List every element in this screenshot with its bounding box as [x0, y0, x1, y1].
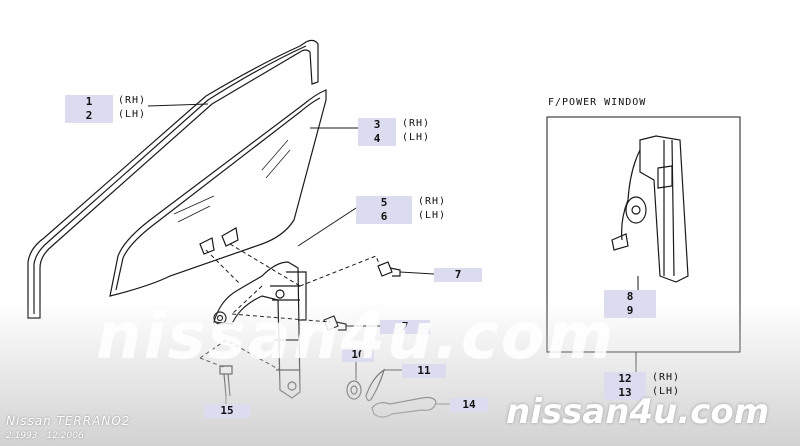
- callout-10: 10: [342, 348, 374, 362]
- callout-13: 13: [604, 386, 646, 400]
- model-name: Nissan TERRANO2: [6, 414, 131, 428]
- callout-6: 6: [356, 210, 412, 224]
- power-window-regulator: [639, 135, 689, 283]
- callout-12-side: (RH): [652, 372, 681, 383]
- callout-15: 15: [204, 404, 250, 418]
- callout-4: 4: [358, 132, 396, 146]
- callout-6-side: (LH): [418, 210, 447, 221]
- callout-2-side: (LH): [118, 109, 147, 120]
- callout-13-side: (LH): [652, 386, 681, 397]
- callout-2: 2: [65, 109, 113, 123]
- callout-3-side: (RH): [402, 118, 431, 129]
- watermark-center: nissan4u.com: [96, 300, 616, 374]
- callout-4-side: (LH): [402, 132, 431, 143]
- production-period: 2.1993 - 12.2006: [6, 431, 84, 441]
- callout-5-side: (RH): [418, 196, 447, 207]
- callout-9: 9: [604, 304, 656, 318]
- callout-1: 1: [65, 95, 113, 109]
- callout-8: 8: [604, 290, 656, 304]
- callout-12: 12: [604, 372, 646, 386]
- bolt-7-upper: [377, 261, 401, 277]
- callout-3: 3: [358, 118, 396, 132]
- callout-11: 11: [402, 364, 446, 378]
- watermark-corner: nissan4u.com: [506, 392, 770, 432]
- callout-1-side: (RH): [118, 95, 147, 106]
- door-glass: [109, 89, 327, 297]
- callout-7-upper: 7: [434, 268, 482, 282]
- callout-5: 5: [356, 196, 412, 210]
- callout-7-lower: 7: [380, 320, 430, 334]
- section-title: F/POWER WINDOW: [548, 97, 647, 108]
- callout-14: 14: [450, 398, 488, 412]
- door-sash-channel: [27, 39, 319, 319]
